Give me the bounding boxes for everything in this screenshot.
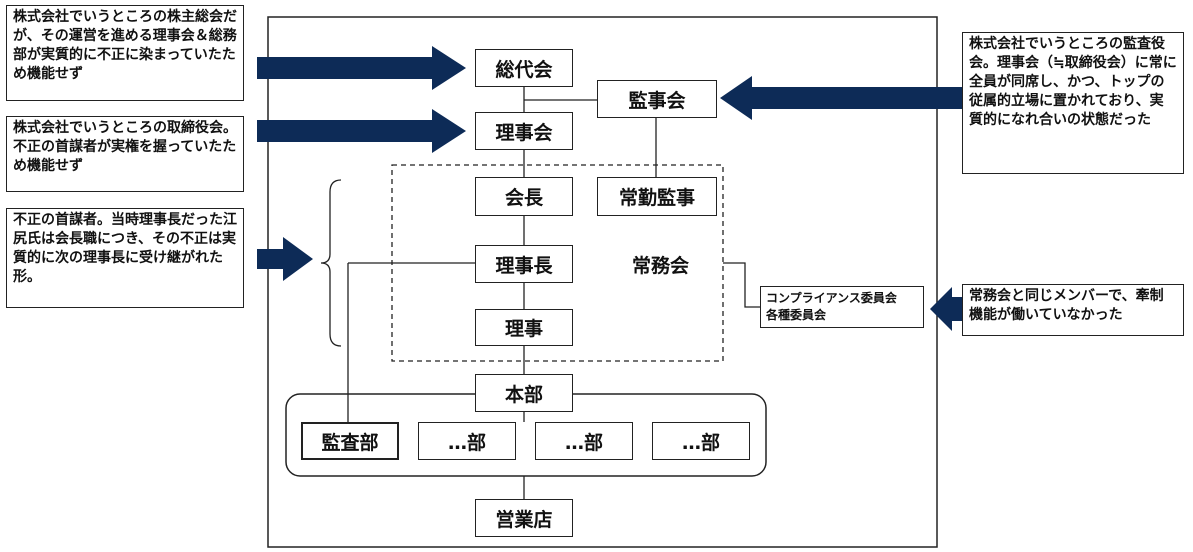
node-honbu: 本部 [475,374,573,412]
note-kanjikai: 株式会社でいうところの監査役会。理事会（≒取締役会）に常に全員が同席し、かつ、ト… [962,32,1184,174]
node-jokin-kanji: 常勤監事 [597,177,717,216]
node-compliance-committee: コンプライアンス委員会 各種委員会 [760,286,924,328]
compliance-line-2: 各種委員会 [766,308,827,322]
arrow-to-bracket [257,237,313,281]
node-soudaikai: 総代会 [475,49,573,87]
node-riji: 理事 [475,309,573,346]
node-kaicho: 会長 [475,177,573,216]
node-bu-3: …部 [652,422,750,460]
note-rijicho: 不正の首謀者。当時理事長だった江尻氏は会長職につき、その不正は実質的に次の理事長… [6,208,244,308]
compliance-line-1: コンプライアンス委員会 [766,291,897,305]
node-bu-1: …部 [418,422,516,460]
arrow-right-note-to-compliance [930,287,964,331]
note-jomukai: 常務会と同じメンバーで、牽制機能が働いていなかった [962,284,1184,336]
note-soudaikai: 株式会社でいうところの株主総会だが、その運営を進める理事会＆総務部が実質的に不正… [6,5,244,101]
curly-bracket [320,179,342,347]
node-bu-2: …部 [535,422,633,460]
node-rijikai: 理事会 [475,112,573,150]
node-kansabu: 監査部 [301,422,399,460]
arrow-to-soudaikai [257,46,466,90]
arrows [257,46,964,331]
node-rijicho: 理事長 [475,245,573,283]
label-jomukai: 常務会 [632,255,690,277]
note-rijikai: 株式会社でいうところの取締役会。不正の首謀者が実権を握っていたため機能せず [6,116,244,192]
outer-frame [267,16,938,548]
line-jomukai-compliance [723,262,760,308]
arrow-to-rijikai [257,109,466,153]
node-kanjikai: 監事会 [597,80,717,118]
connector-lines [320,86,760,499]
arrow-to-kanjikai [720,76,964,120]
node-eigyoten: 営業店 [475,499,573,537]
